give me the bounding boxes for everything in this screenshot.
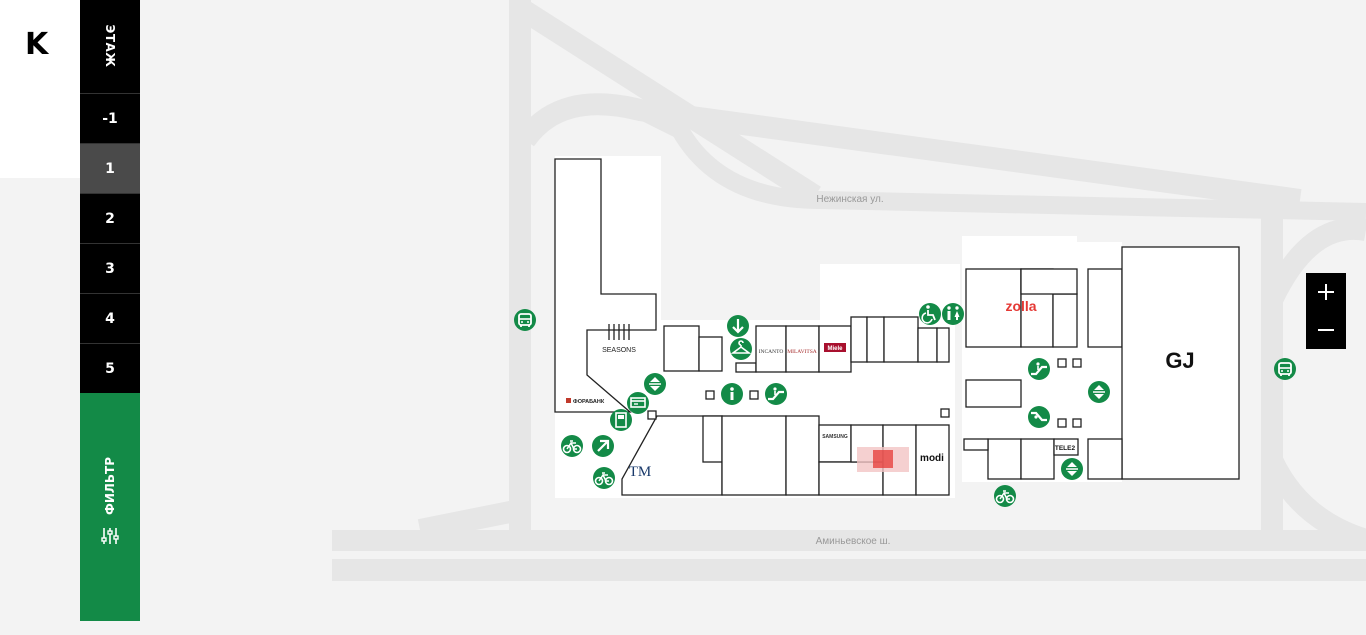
logo-panel: K <box>0 0 80 178</box>
zoom-out-button[interactable] <box>1306 311 1346 349</box>
atm-icon[interactable] <box>627 392 649 414</box>
elevator-icon[interactable] <box>644 373 666 395</box>
floor-selector-title: ЭТАЖ <box>80 0 140 94</box>
seasons-label: SEASONS <box>602 347 636 354</box>
filter-icon <box>101 528 119 544</box>
store-forabank[interactable]: ФОРАБАНК <box>566 398 605 405</box>
bike-parking-icon[interactable] <box>561 435 583 457</box>
floor-button-4[interactable]: 4 <box>80 294 140 344</box>
info-icon[interactable] <box>721 383 743 405</box>
store-modi[interactable]: modi <box>920 453 944 464</box>
elevator-icon[interactable] <box>1088 381 1110 403</box>
store-milavitsa[interactable]: MILAVITSA <box>787 349 817 355</box>
zoom-in-button[interactable] <box>1306 273 1346 311</box>
floor-button-1[interactable]: 1 <box>80 144 140 194</box>
exit-icon[interactable] <box>592 435 614 457</box>
logo[interactable]: K <box>25 27 49 62</box>
escalator-down-icon[interactable] <box>727 315 749 337</box>
bus-stop-icon[interactable] <box>514 309 536 331</box>
plus-icon <box>1318 284 1334 300</box>
store-gj[interactable]: GJ <box>1165 348 1194 373</box>
forabank-label: ФОРАБАНК <box>573 399 605 405</box>
cloakroom-icon[interactable] <box>730 338 752 360</box>
escalator-down-icon[interactable] <box>1028 406 1050 428</box>
store-miele[interactable]: Miele <box>824 343 846 352</box>
bus-stop-icon[interactable] <box>1274 358 1296 380</box>
store-tm[interactable]: TM <box>629 464 652 480</box>
escalator-icon[interactable] <box>1028 358 1050 380</box>
store-samsung[interactable]: SAMSUNG <box>822 434 848 440</box>
wheelchair-icon[interactable] <box>919 303 941 325</box>
miele-label: Miele <box>827 346 843 352</box>
filter-button[interactable]: ФИЛЬТР <box>80 393 140 621</box>
floor-button-3[interactable]: 3 <box>80 244 140 294</box>
escalator-icon[interactable] <box>765 383 787 405</box>
store-zolla[interactable]: zolla <box>1005 298 1036 314</box>
floor-button-minus1[interactable]: -1 <box>80 94 140 144</box>
store-seasons[interactable]: SEASONS <box>602 324 636 354</box>
store-incanto[interactable]: INCANTO <box>759 349 784 355</box>
bike-parking-icon[interactable] <box>994 485 1016 507</box>
roads <box>332 0 1366 581</box>
store-blurred-logo-mark <box>873 450 893 468</box>
floor-selector: ЭТАЖ -1 1 2 3 4 5 <box>80 0 140 394</box>
payment-terminal-icon[interactable] <box>610 409 632 431</box>
street-label-south: Аминьевское ш. <box>816 536 891 547</box>
minus-icon <box>1318 329 1334 331</box>
floor-button-2[interactable]: 2 <box>80 194 140 244</box>
bike-parking-icon[interactable] <box>593 467 615 489</box>
store-tele2[interactable]: TELE2 <box>1055 445 1076 452</box>
street-label-north: Нежинская ул. <box>816 194 883 205</box>
elevator-icon[interactable] <box>1061 458 1083 480</box>
toilet-icon[interactable] <box>942 303 964 325</box>
